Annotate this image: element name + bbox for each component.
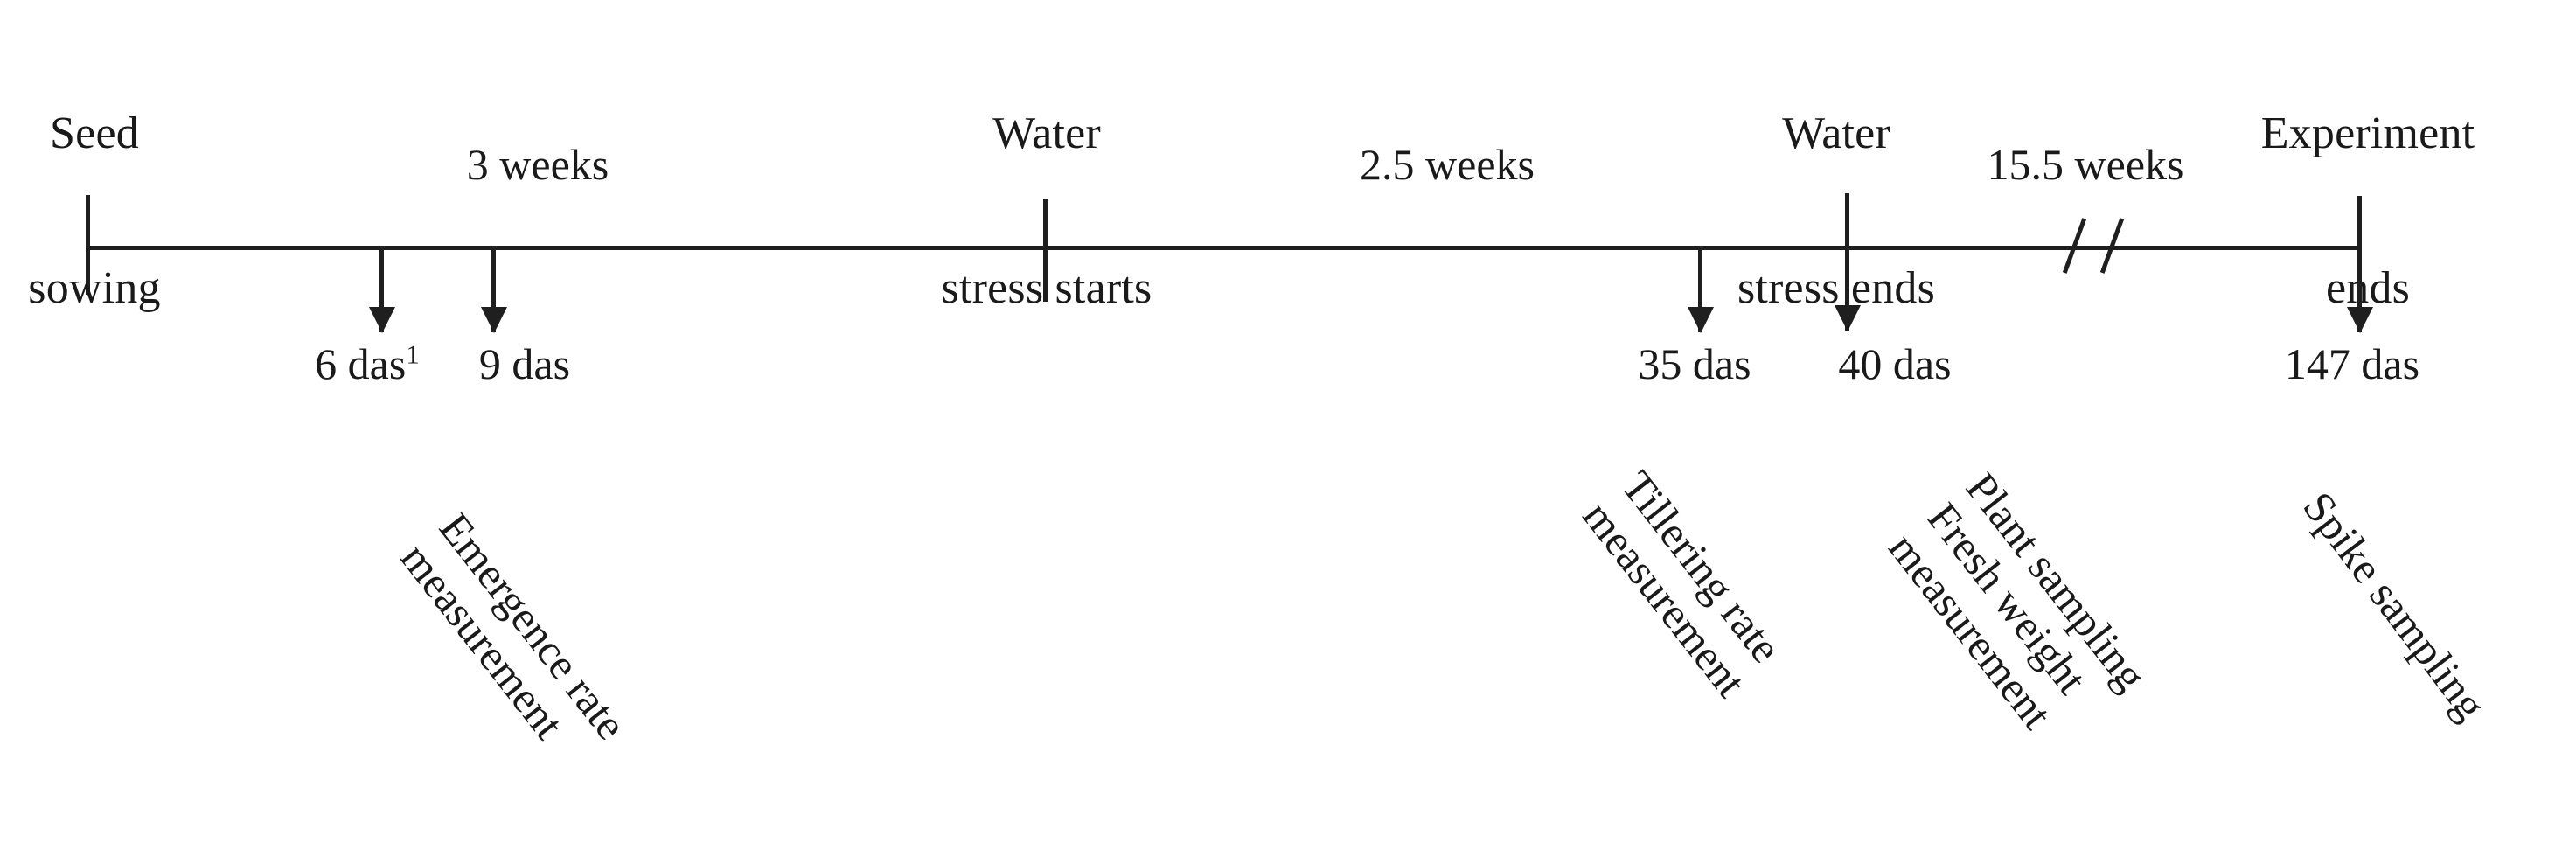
milestone-line-2: ends xyxy=(2325,263,2411,314)
das-label-text: 35 das xyxy=(1638,339,1751,388)
arrow-das-147 xyxy=(2346,196,2373,333)
arrow-das-40 xyxy=(1834,193,1861,331)
das-label-text: 40 das xyxy=(1838,339,1952,388)
activity-emergence-rate-measurement: Emergence rate measurement xyxy=(392,504,637,778)
das-label-text: 147 das xyxy=(2284,339,2420,388)
das-label-text: 6 das xyxy=(315,339,407,388)
milestone-line-1: Seed xyxy=(50,108,139,158)
duration-label-15-5-weeks: 15.5 weeks xyxy=(1987,140,2184,189)
timeline-axis xyxy=(87,246,2362,250)
milestone-line-1: Experiment xyxy=(2260,108,2475,158)
milestone-label-water-stress-ends: Water stress ends xyxy=(1626,3,2046,418)
arrowhead-icon xyxy=(1834,305,1861,331)
arrow-das-9 xyxy=(480,247,507,333)
das-label-147: 147 das xyxy=(2177,339,2527,389)
activity-spike-sampling: Spike sampling xyxy=(2294,483,2496,728)
activity-line-1: Spike sampling xyxy=(2294,483,2496,729)
arrowhead-icon xyxy=(368,307,395,333)
milestone-label-water-stress-starts: Water stress starts xyxy=(828,3,1265,418)
activity-plant-sampling-fresh-weight-measurement: Plant sampling Fresh weight measurement xyxy=(1880,463,2156,760)
milestone-label-experiment-ends: Experiment ends xyxy=(2141,3,2576,418)
footnote-superscript: 1 xyxy=(406,338,420,370)
milestone-line-2: stress starts xyxy=(941,263,1152,314)
arrow-das-6 xyxy=(368,247,395,333)
arrowhead-icon xyxy=(480,307,507,333)
das-label-6: 6 das1 xyxy=(192,339,542,389)
duration-label-2-5-weeks: 2.5 weeks xyxy=(1360,140,1535,189)
arrowhead-icon xyxy=(2346,307,2373,333)
milestone-line-1: Water xyxy=(992,108,1101,158)
tick-water-stress-starts xyxy=(1043,199,1048,302)
duration-label-3-weeks: 3 weeks xyxy=(466,140,609,189)
activity-tillering-rate-measurement: Tillering rate measurement xyxy=(1574,462,1794,706)
milestone-line-2: stress ends xyxy=(1737,263,1936,314)
das-label-40: 40 das xyxy=(1720,339,2070,389)
milestone-line-2: sowing xyxy=(28,263,161,314)
tick-seed-sowing xyxy=(86,195,90,295)
das-label-35: 35 das xyxy=(1520,339,1869,389)
arrowhead-icon xyxy=(1687,307,1714,333)
das-label-text: 9 das xyxy=(478,339,571,388)
milestone-line-1: Water xyxy=(1782,108,1890,158)
das-label-9: 9 das xyxy=(350,339,700,389)
arrow-das-35 xyxy=(1687,247,1714,333)
milestone-label-seed-sowing: Seed sowing xyxy=(0,3,189,418)
